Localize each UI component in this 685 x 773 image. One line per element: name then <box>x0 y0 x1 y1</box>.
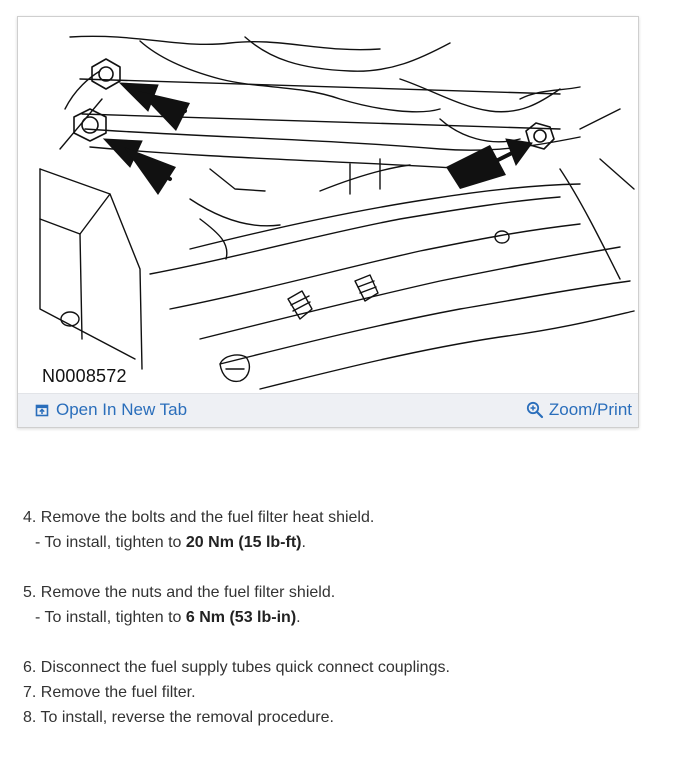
install-note-prefix: - To install, tighten to <box>35 609 186 626</box>
heat-shield-illustration: N0008572 <box>20 19 636 395</box>
zoom-print-label: Zoom/Print <box>548 400 632 419</box>
step-8: 8. To install, reverse the removal proce… <box>23 709 334 726</box>
figure-card: N0008572 Open In New Tab Zoom/Print <box>17 16 639 428</box>
install-note-suffix: . <box>296 609 301 626</box>
step-4-install-note: - To install, tighten to 20 Nm (15 lb-ft… <box>23 530 663 555</box>
figure-code: N0008572 <box>40 366 130 387</box>
open-in-new-tab-label: Open In New Tab <box>56 400 188 419</box>
magnifier-zoom-icon <box>526 401 544 419</box>
torque-value: 6 Nm (53 lb-in) <box>185 609 297 626</box>
install-note-suffix: . <box>301 534 306 551</box>
figure-toolbar: Open In New Tab Zoom/Print <box>18 393 638 427</box>
torque-value: 20 Nm (15 lb-ft) <box>185 534 302 551</box>
install-note-prefix: - To install, tighten to <box>35 534 186 551</box>
step-7: 7. Remove the fuel filter. <box>23 684 196 701</box>
procedure-steps: 4. Remove the bolts and the fuel filter … <box>23 505 663 730</box>
open-in-new-tab-link[interactable]: Open In New Tab <box>33 400 187 420</box>
zoom-print-link[interactable]: Zoom/Print <box>526 400 632 420</box>
step-5: 5. Remove the nuts and the fuel filter s… <box>23 584 336 601</box>
open-in-new-tab-icon <box>33 401 51 419</box>
step-4: 4. Remove the bolts and the fuel filter … <box>23 509 375 526</box>
spacer <box>23 630 663 655</box>
step-5-install-note: - To install, tighten to 6 Nm (53 lb-in)… <box>23 605 663 630</box>
step-6: 6. Disconnect the fuel supply tubes quic… <box>23 659 450 676</box>
spacer <box>23 555 663 580</box>
